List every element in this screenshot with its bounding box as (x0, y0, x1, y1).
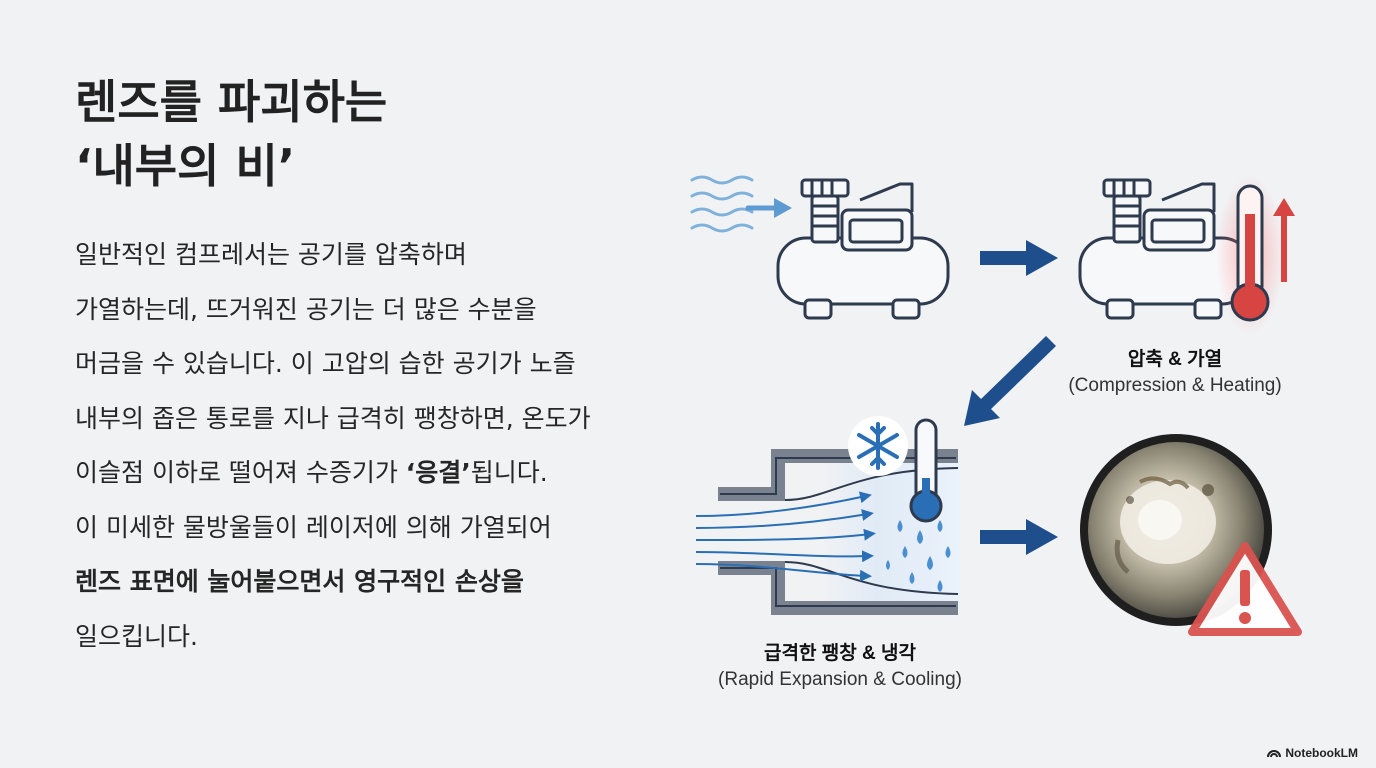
title-line-1: 렌즈를 파괴하는 (75, 75, 388, 129)
compressor-icon (1078, 178, 1252, 320)
warning-triangle-icon (1188, 542, 1302, 636)
body-line: 머금을 수 있습니다. 이 고압의 습한 공기가 노즐 (75, 349, 576, 378)
body-text-segment: 됩니다. (470, 458, 548, 487)
arrow-right-icon (980, 519, 1058, 555)
thermometer-cold-icon (909, 418, 943, 523)
body-paragraph: 일반적인 컴프레서는 공기를 압축하며 가열하는데, 뜨거워진 공기는 더 많은… (75, 228, 675, 664)
snowflake-icon (848, 416, 908, 476)
brand-watermark: NotebookLM (1267, 746, 1358, 760)
thermometer-hot-icon (1216, 175, 1295, 335)
notebooklm-logo-icon (1267, 750, 1282, 758)
air-flow-icon (690, 175, 792, 233)
page-title: 렌즈를 파괴하는 ‘내부의 비’ (75, 70, 387, 198)
water-droplets-icon (886, 520, 951, 592)
step-label-subtitle: (Compression & Heating) (1068, 375, 1282, 396)
arrow-down-left-icon (964, 336, 1056, 426)
step-label-compression: 압축 & 가열 (Compression & Heating) (1040, 344, 1310, 397)
step-label-expansion: 급격한 팽창 & 냉각 (Rapid Expansion & Cooling) (690, 638, 990, 691)
brand-name: NotebookLM (1285, 746, 1358, 760)
step-label-title: 급격한 팽창 & 냉각 (764, 643, 916, 664)
body-line: 일반적인 컴프레서는 공기를 압축하며 (75, 240, 467, 269)
air-flow-lines (695, 491, 876, 582)
step-label-subtitle: (Rapid Expansion & Cooling) (718, 669, 962, 690)
arrow-right-icon (980, 240, 1058, 276)
body-text-segment: 이슬점 이하로 떨어져 수증기가 (75, 458, 406, 487)
title-line-2: ‘내부의 비’ (75, 139, 296, 193)
body-line: 이 미세한 물방울들이 레이저에 의해 가열되어 (75, 512, 552, 542)
body-line: 가열하는데, 뜨거워진 공기는 더 많은 수분을 (75, 294, 537, 324)
body-line: 내부의 좁은 통로를 지나 급격히 팽창하면, 온도가 (75, 403, 591, 433)
body-emphasis: ‘응결’ (405, 458, 471, 487)
body-line: 이슬점 이하로 떨어져 수증기가 ‘응결’됩니다. (75, 446, 675, 501)
compressor-icon (776, 178, 950, 320)
body-line-bold: 렌즈 표면에 눌어붙으면서 영구적인 손상을 (75, 567, 524, 596)
body-line: 일으킵니다. (75, 621, 198, 651)
step-label-title: 압축 & 가열 (1127, 349, 1223, 370)
